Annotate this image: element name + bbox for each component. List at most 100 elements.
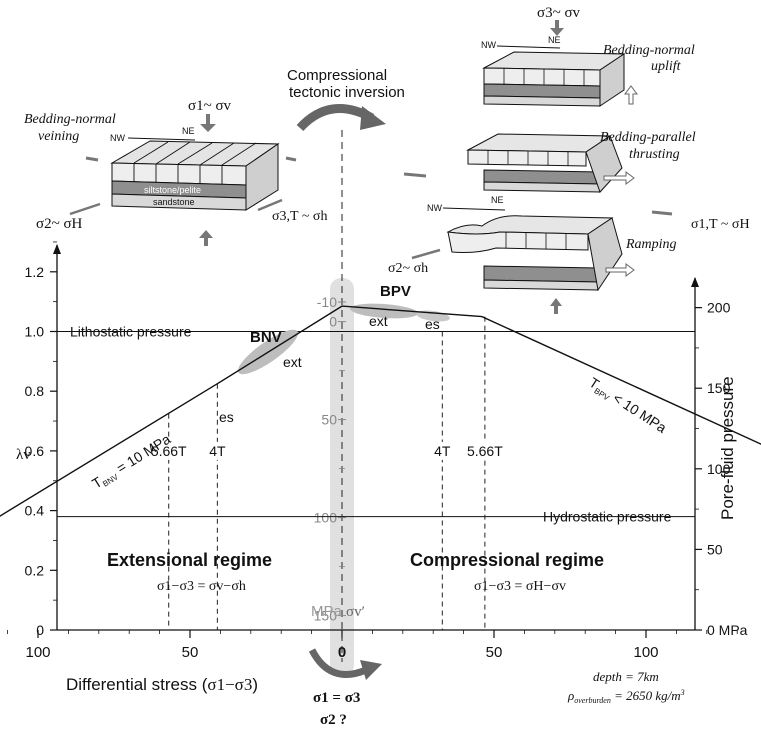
thrusting-title-1: Bedding-parallel bbox=[600, 130, 696, 145]
y-left-tick-label: 0.6 bbox=[25, 443, 45, 459]
lithostatic-label: Lithostatic pressure bbox=[70, 324, 192, 340]
right-sigma1-arrow bbox=[651, 210, 673, 216]
rho-label: ρoverburden = 2650 kg/m3 bbox=[567, 688, 685, 705]
hydrostatic-label: Hydrostatic pressure bbox=[543, 509, 672, 525]
center-sigma-v-label: σv′ bbox=[346, 604, 365, 620]
bottom-sigma2-question: σ2 ? bbox=[320, 712, 347, 728]
thrust-block-side bbox=[585, 135, 623, 193]
x-tick-label: 50 bbox=[486, 644, 503, 661]
ramp-block-bottom bbox=[483, 279, 599, 291]
right-sigma2: σ2~ σh bbox=[388, 261, 428, 276]
thrusting-title-2: thrusting bbox=[629, 147, 680, 162]
x-ticks: 10050050100150 MPa bbox=[7, 630, 738, 661]
extensional-equation: σ1−σ3 = σv−σh bbox=[157, 579, 246, 594]
center-tick-label: 50 bbox=[321, 412, 337, 428]
y-left-tick-label: 1.2 bbox=[25, 264, 45, 280]
compressional-regime-label: Compressional regime bbox=[410, 550, 604, 570]
right-bottom-arrow bbox=[550, 298, 562, 314]
left-sigma2-arrow bbox=[69, 202, 101, 216]
center-tick-label: 100 bbox=[314, 510, 338, 526]
y-left-title: λv bbox=[16, 447, 31, 463]
y-left-tick-label: 1.0 bbox=[25, 324, 45, 340]
left-side-arrow-left bbox=[85, 156, 99, 162]
left-sigma1-arrow bbox=[200, 114, 216, 132]
ramp-arrow bbox=[605, 263, 635, 277]
dashed-marker-label: 4T bbox=[209, 443, 226, 459]
right-compass-nw-3: NW bbox=[427, 203, 442, 213]
left-schematic-block: Bedding-normal veining σ1~ σv NW NE silt… bbox=[24, 98, 327, 246]
right-compass-nw-1: NW bbox=[481, 40, 496, 50]
thrust-block-top bbox=[466, 133, 612, 153]
right-compass-line-1 bbox=[496, 45, 561, 49]
uplift-block-side bbox=[599, 53, 625, 107]
right-sigma3-top: σ3~ σv bbox=[537, 5, 581, 21]
y-left-tick-label: 0.4 bbox=[25, 503, 45, 519]
thrust-block-bottom bbox=[483, 181, 601, 193]
left-layer-mid-label: siltstone/pelite bbox=[144, 185, 201, 195]
failure-envelope-line bbox=[0, 305, 761, 517]
right-compass-ne-3: NE bbox=[491, 195, 504, 205]
x-tick-label: 50 bbox=[182, 644, 199, 661]
left-layer-bottom-label: sandstone bbox=[153, 197, 195, 207]
y-left-tick-label: 0.2 bbox=[25, 562, 45, 578]
inversion-label-line2: tectonic inversion bbox=[289, 84, 405, 101]
ramp-block-side bbox=[587, 217, 623, 292]
left-compass-nw: NW bbox=[110, 133, 125, 143]
left-compass-line bbox=[127, 137, 196, 141]
left-sigma1: σ1~ σv bbox=[188, 98, 232, 114]
inversion-label-line1: Compressional bbox=[287, 67, 387, 84]
uplift-arrow bbox=[624, 85, 638, 105]
y-right-tick-label: 150 bbox=[707, 380, 731, 396]
ramping-title: Ramping bbox=[625, 237, 677, 252]
compressional-equation: σ1−σ3 = σH−σv bbox=[474, 579, 566, 594]
center-band bbox=[330, 278, 354, 676]
uplift-veins bbox=[503, 68, 585, 86]
center-tick-label: 0 bbox=[329, 314, 337, 330]
right-sigma1: σ1,T ~ σH bbox=[691, 217, 750, 232]
left-title-line1: Bedding-normal bbox=[24, 112, 116, 127]
right-compass-ne-1: NE bbox=[548, 35, 561, 45]
uplift-title-2: uplift bbox=[651, 59, 682, 74]
bpv-label: BPV bbox=[380, 283, 411, 300]
left-title-line2: veining bbox=[38, 129, 79, 144]
uplift-title-1: Bedding-normal bbox=[603, 43, 695, 58]
es-label-left: es bbox=[219, 409, 234, 425]
t-bnv-label: TBNV = 10 MPa bbox=[89, 431, 173, 492]
left-sigma3-arrow bbox=[257, 198, 283, 212]
uplift-block-bottom bbox=[483, 95, 601, 107]
left-side-arrow-right bbox=[285, 156, 297, 162]
thrust-block-front bbox=[467, 149, 587, 167]
dashed-marker-label: 5.66T bbox=[151, 443, 187, 459]
ramp-veins bbox=[505, 232, 567, 249]
right-schematic-blocks: σ3~ σv NW NE Bedding-normal uplift Beddi… bbox=[388, 5, 750, 314]
uplift-block-front bbox=[483, 67, 601, 87]
center-tick-label: -10 bbox=[317, 294, 337, 310]
thrust-arrow bbox=[603, 171, 635, 185]
depth-label: depth = 7km bbox=[593, 669, 659, 684]
bnv-label: BNV bbox=[250, 329, 282, 346]
center-ticks: -10 0 50 100 150 bbox=[314, 294, 346, 624]
bottom-arrow-head bbox=[360, 660, 382, 680]
inversion-arrow-head bbox=[360, 106, 386, 130]
left-block-veins bbox=[133, 141, 257, 184]
dashed-marker-label: 4T bbox=[434, 443, 451, 459]
right-sigma2-arrow bbox=[411, 248, 441, 260]
left-sigma2: σ2~ σH bbox=[36, 216, 83, 232]
ramp-block-top bbox=[446, 215, 614, 235]
bottom-rotation-arrow bbox=[308, 648, 368, 678]
right-sigma3-arrow bbox=[550, 20, 564, 36]
dashed-marker-label-bg bbox=[465, 441, 505, 460]
right-compass-line-3 bbox=[442, 207, 506, 211]
ramp-block-front bbox=[447, 231, 589, 253]
dashed-marker-label-bg bbox=[208, 441, 227, 460]
bottom-sigma-equal: σ1 = σ3 bbox=[313, 690, 360, 706]
ext-label-right: ext bbox=[369, 313, 388, 329]
y-right-tick-label: 50 bbox=[707, 541, 723, 557]
center-tick-label: 150 bbox=[314, 608, 338, 624]
y-right-title-group: Pore-fluid pressure bbox=[718, 376, 737, 520]
left-block-bottom bbox=[111, 193, 247, 211]
dashed-marker-label-bg bbox=[433, 441, 452, 460]
